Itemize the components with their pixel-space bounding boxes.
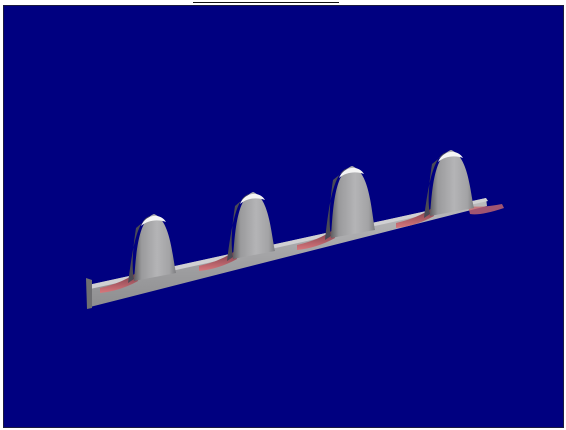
gear-rack-model xyxy=(86,198,488,309)
tooth-flank-shadow xyxy=(424,152,447,218)
tooth-tip-highlight xyxy=(240,193,265,204)
gear-tooth xyxy=(430,150,474,216)
root-fillet xyxy=(199,251,237,271)
gear-tooth xyxy=(134,214,176,281)
tooth-flank-shadow xyxy=(227,194,249,261)
render-viewport xyxy=(3,5,564,428)
gear-tooth xyxy=(233,192,275,259)
gear-tooth xyxy=(331,166,375,238)
root-fillet xyxy=(100,273,138,293)
figure-caption-rule xyxy=(193,0,339,3)
tooth-tip-highlight xyxy=(339,167,364,178)
root-fillet xyxy=(297,230,335,250)
tooth-flank-shadow xyxy=(325,168,348,240)
tooth-flank-shadow xyxy=(128,216,150,283)
rack-base-top-edge xyxy=(88,198,488,289)
tooth-tip-highlight xyxy=(438,151,463,162)
root-fillet xyxy=(468,204,504,215)
tooth-tip-highlight xyxy=(141,215,166,226)
viewport-background xyxy=(4,6,563,427)
root-fillet xyxy=(396,208,434,228)
rack-base-front-face xyxy=(88,198,487,307)
rack-teeth-group xyxy=(100,150,504,293)
rack-base-left-end xyxy=(86,278,92,309)
gear-rack-render xyxy=(4,6,563,427)
